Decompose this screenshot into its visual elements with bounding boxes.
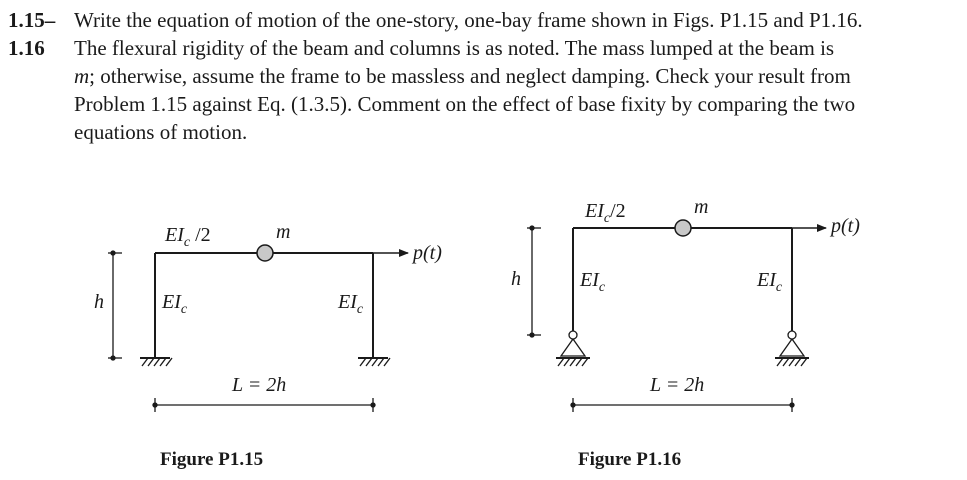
fig1-mass: [256, 244, 274, 262]
fig1-span-dimension: [152, 398, 376, 412]
fig1-right-fixed-support: [358, 357, 391, 367]
fig2-mass: [674, 219, 692, 237]
fig2-load-label: p(t): [829, 215, 860, 237]
problem-line-2: The flexural rigidity of the beam and co…: [74, 36, 835, 60]
fig2-span-dimension: [570, 398, 795, 412]
fig2-right-pinned-support: [775, 330, 809, 367]
problem-line-3: m; otherwise, assume the frame to be mas…: [74, 62, 958, 90]
problem-statement: 1.15– Write the equation of motion of th…: [8, 6, 958, 146]
fig2-right-column-label: EIc: [756, 269, 783, 295]
figure-p1-15: [108, 244, 409, 412]
fig1-mass-label: m: [276, 221, 290, 243]
fig1-load-label: p(t): [411, 242, 442, 264]
fig2-labels: EIc/2 m p(t) h EIc EIc L = 2h: [511, 196, 860, 396]
fig1-left-fixed-support: [140, 357, 173, 367]
fig2-height-dimension: [527, 225, 541, 338]
problem-number-1: 1.15–: [8, 8, 56, 32]
fig2-span-label: L = 2h: [649, 374, 704, 396]
fig2-left-column-label: EIc: [579, 269, 606, 295]
problem-line-1: Write the equation of motion of the one-…: [74, 8, 863, 32]
figure-p1-16: [527, 219, 827, 412]
fig2-left-pinned-support: [556, 330, 590, 367]
fig1-left-column-label: EIc: [161, 291, 188, 317]
problem-line-3-rest: ; otherwise, assume the frame to be mass…: [89, 64, 851, 88]
fig1-labels: EIc /2 m p(t) h EIc EIc L = 2h: [94, 221, 442, 396]
fig1-right-column-label: EIc: [337, 291, 364, 317]
fig2-beam-rigidity-label: EIc/2: [584, 200, 626, 226]
problem-number-2: 1.16: [8, 36, 45, 60]
figure-p1-16-caption: Figure P1.16: [578, 449, 682, 470]
problem-line-4: Problem 1.15 against Eq. (1.3.5). Commen…: [74, 92, 856, 116]
fig2-mass-label: m: [694, 196, 708, 218]
fig1-beam-rigidity-label: EIc /2: [164, 224, 211, 250]
figure-p1-15-caption: Figure P1.15: [160, 449, 264, 470]
fig2-height-label: h: [511, 268, 521, 290]
fig1-span-label: L = 2h: [231, 374, 286, 396]
mass-symbol: m: [74, 64, 90, 88]
problem-line-5: equations of motion.: [74, 120, 248, 144]
fig1-height-dimension: [108, 250, 122, 361]
fig1-height-label: h: [94, 291, 104, 313]
